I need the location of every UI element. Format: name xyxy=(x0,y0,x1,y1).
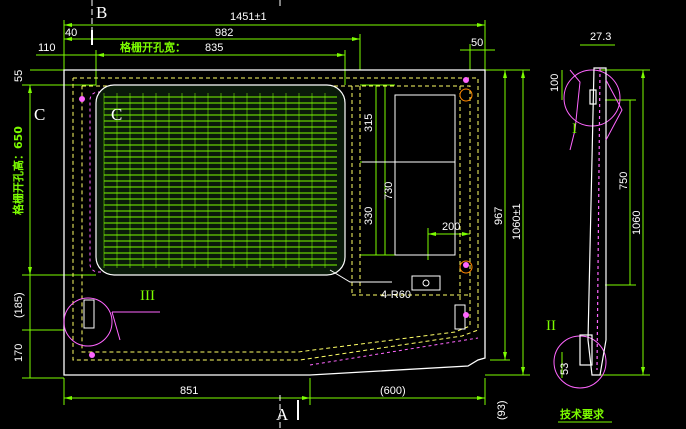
dim-inner-width: 982 xyxy=(215,27,233,39)
dim-radius-note: 4-R60 xyxy=(381,289,411,301)
dim-grille-width-label: 格栅开孔宽： xyxy=(120,40,186,54)
dim-side-bottom: 53 xyxy=(559,363,571,375)
side-section-outline xyxy=(587,67,607,376)
detail-circle-i[interactable] xyxy=(563,69,621,127)
dim-bottom-left: 851 xyxy=(180,385,198,397)
dim-right-offset: 50 xyxy=(471,37,483,49)
tech-requirements-note: 技术要求 xyxy=(560,407,605,421)
dim-top-left: 55 xyxy=(13,70,25,82)
dim-left-lower: (185) xyxy=(13,292,25,318)
inner-frame-dashed xyxy=(72,77,479,361)
dim-grille-height: 格栅开孔高：650 xyxy=(11,126,25,215)
dim-left-bottom: 170 xyxy=(13,344,25,362)
dim-mid-height-3: 330 xyxy=(363,207,375,225)
dim-side-mid: 750 xyxy=(618,172,630,190)
dim-overall-width: 1451±1 xyxy=(230,11,267,23)
dim-mid-height-2: 730 xyxy=(383,182,395,200)
dim-side-top: 100 xyxy=(549,74,561,92)
detail-label-ii-side: II xyxy=(546,318,556,334)
section-label-b: B xyxy=(96,3,107,22)
dim-left-offset: 110 xyxy=(38,42,56,54)
detail-circle-iii[interactable] xyxy=(63,297,113,347)
dim-side-width: 27.3 xyxy=(590,31,611,43)
dim-right-height-2: 1060±1 xyxy=(511,203,523,240)
dim-right-height-1: 967 xyxy=(493,207,505,225)
section-label-a: A xyxy=(276,405,289,424)
dim-bottom-right: (600) xyxy=(380,385,406,397)
hinge-lower-left[interactable] xyxy=(83,299,95,329)
detail-label-i: I xyxy=(572,121,577,137)
dim-bottom-corner: (93) xyxy=(496,400,508,420)
latch-plate[interactable] xyxy=(411,275,441,291)
door-outline xyxy=(63,69,486,376)
grille-slats xyxy=(103,93,337,268)
section-label-c-inner: C xyxy=(111,105,122,124)
section-label-c-outer: C xyxy=(34,105,45,124)
dim-mid-height-1: 315 xyxy=(363,114,375,132)
dim-grille-width: 835 xyxy=(205,42,223,54)
hinge-lower-right[interactable] xyxy=(454,304,466,330)
dim-left-inner: 40 xyxy=(65,27,77,39)
dim-mid-width: 200 xyxy=(442,221,460,233)
detail-label-iii: III xyxy=(140,288,155,304)
dim-side-total: 1060 xyxy=(631,211,643,235)
